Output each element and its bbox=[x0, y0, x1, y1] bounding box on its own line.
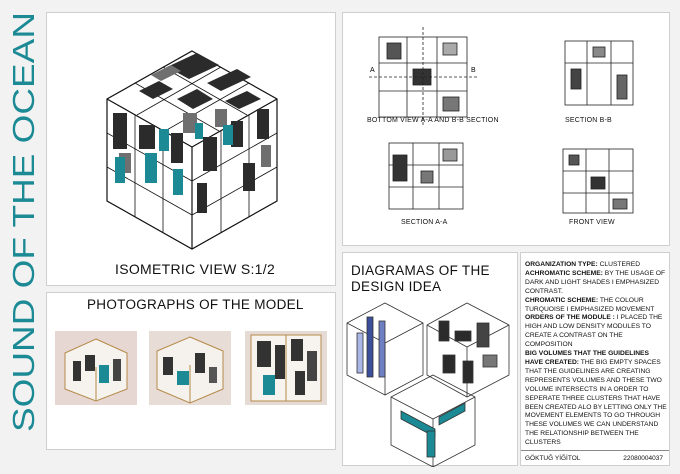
isometric-caption: ISOMETRIC VIEW S:1/2 bbox=[115, 261, 276, 277]
chrom-value: THE COLOUR TURQUOISE I EMPHASIZED MOVEME… bbox=[525, 296, 655, 313]
org-value: CLUSTERED bbox=[599, 261, 641, 268]
org-label: ORGANIZATION TYPE: bbox=[525, 261, 598, 268]
board-title-text: SOUND OF THE OCEAN bbox=[6, 12, 41, 432]
student-id: 22080004037 bbox=[623, 455, 663, 462]
sections-panel: A B BOTTOM VIEW A-A AND B-B SECTION SECT… bbox=[342, 12, 670, 246]
bottom-view-drawing bbox=[369, 27, 477, 127]
section-drawings: A B bbox=[369, 27, 634, 214]
marker-a: A bbox=[370, 67, 375, 74]
isometric-panel: ISOMETRIC VIEW S:1/2 bbox=[46, 12, 336, 286]
diagram-drawings bbox=[346, 302, 510, 467]
photos-title: PHOTOGRAPHS OF THE MODEL bbox=[87, 297, 304, 312]
diagram-title-line2: DESIGN IDEA bbox=[351, 279, 442, 294]
diagram-panel: DIAGRAMAS OF THE DESIGN IDEA bbox=[342, 252, 518, 467]
orders-value: I PLACED THE HIGH AND LOW DENSITY MODULE… bbox=[525, 314, 663, 349]
board-title: SOUND OF THE OCEAN bbox=[0, 0, 46, 469]
section-bb-drawing bbox=[564, 40, 634, 106]
model-photo-1 bbox=[55, 331, 137, 405]
model-photo-2 bbox=[149, 331, 231, 405]
photos-panel: PHOTOGRAPHS OF THE MODEL bbox=[46, 292, 336, 450]
marker-b: B bbox=[471, 67, 476, 74]
student-signature: GÖKTUĞ YİĞİTOL 22080004037 bbox=[521, 450, 669, 465]
achro-label: ACHROMATIC SCHEME: bbox=[525, 269, 603, 277]
section-bb-caption: SECTION B-B bbox=[565, 117, 612, 124]
big-volumes-label: BIG VOLUMES THAT THE GUIDELINES HAVE CRE… bbox=[525, 350, 649, 366]
big-volumes-value: THE BIG EMPTY SPACES THAT THE GUIDELINES… bbox=[525, 358, 667, 447]
diagram-title-line1: DIAGRAMAS OF THE bbox=[351, 263, 490, 278]
section-aa-caption: SECTION A-A bbox=[401, 219, 448, 226]
diagram-cube-left bbox=[346, 302, 424, 396]
section-aa-drawing bbox=[388, 142, 464, 210]
front-view-drawing bbox=[562, 148, 634, 214]
orders-label: ORDERS OF THE MODULE : bbox=[525, 314, 615, 322]
board-title-svg: SOUND OF THE OCEAN bbox=[6, 12, 41, 432]
model-photo-3 bbox=[245, 331, 327, 405]
student-name: GÖKTUĞ YİĞİTOL bbox=[525, 455, 581, 462]
description-text: ORGANIZATION TYPE: CLUSTERED ACHROMATIC … bbox=[525, 261, 667, 448]
diagram-cube-right bbox=[426, 302, 510, 398]
description-panel: ORGANIZATION TYPE: CLUSTERED ACHROMATIC … bbox=[520, 252, 670, 466]
diagram-cube-bottom bbox=[390, 374, 476, 467]
chrom-label: CHROMATIC SCHEME: bbox=[525, 296, 599, 304]
isometric-drawing bbox=[106, 50, 278, 250]
bottom-view-caption: BOTTOM VIEW A-A AND B-B SECTION bbox=[367, 117, 499, 124]
front-view-caption: FRONT VIEW bbox=[569, 219, 615, 226]
achro-value: BY THE USAGE OF DARK AND LIGHT SHADES I … bbox=[525, 269, 666, 295]
